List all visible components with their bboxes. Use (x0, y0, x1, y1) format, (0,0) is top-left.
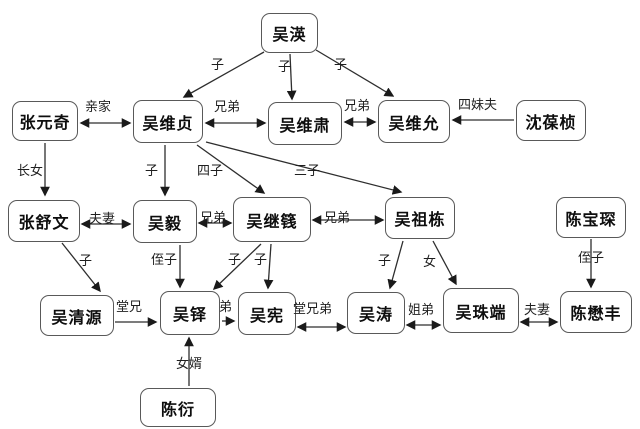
edge-label-qingyuan-duo: 堂兄 (116, 299, 143, 314)
node-wu-yi: 吴毅 (133, 200, 197, 243)
edge-label-xian-tao: 堂兄弟 (293, 301, 333, 316)
node-wu-xian: 吴宪 (238, 292, 296, 335)
edge-label-zudong-tao: 子 (378, 253, 392, 268)
edge-weizhen-jijian (196, 144, 266, 194)
edge-label-yuanqi-shuwen: 长女 (17, 163, 44, 178)
edge-label-weisu-weiyun: 兄弟 (344, 98, 371, 113)
node-wu-zudong: 吴祖栋 (385, 197, 455, 239)
node-wu-weizhen: 吴维贞 (133, 100, 203, 143)
edge-label-baochen-maofeng: 侄子 (578, 250, 605, 265)
edge-label-baozhen-weiyun: 四妹夫 (458, 97, 498, 112)
node-wu-zhuduan: 吴珠端 (443, 288, 519, 333)
edge-label-weizhen-yi: 子 (145, 163, 159, 178)
edge-label-shuwen-qingyuan: 子 (79, 253, 93, 268)
node-zhang-yuanqi: 张元奇 (12, 101, 78, 141)
edge-label-zudong-zhuduan: 女 (423, 254, 437, 269)
edge-label-zhuduan-maofeng: 夫妻 (524, 302, 551, 317)
edge-label-jijian-xian: 子 (254, 252, 268, 267)
node-wu-duo: 吴铎 (160, 291, 220, 335)
edge-ying-weiyun (315, 49, 395, 97)
edge-label-yi-duo: 侄子 (151, 252, 178, 267)
edge-label-weizhen-jijian: 四子 (197, 163, 224, 178)
node-zhang-shuwen: 张舒文 (8, 200, 80, 242)
edge-label-weizhen-zudong: 三子 (294, 163, 321, 178)
node-wu-qingyuan: 吴清源 (40, 295, 114, 336)
edge-zudong-zhuduan (432, 240, 457, 286)
edge-jijian-duo (212, 243, 262, 291)
edge-label-shuwen-yi: 夫妻 (89, 211, 116, 226)
node-wu-jijian: 吴继篯 (233, 197, 311, 242)
node-chen-maofeng: 陈懋丰 (560, 291, 632, 333)
edge-ying-weisu (286, 53, 297, 101)
node-chen-yan: 陈衍 (140, 388, 216, 427)
node-wu-ying: 吴渶 (261, 13, 318, 53)
edge-jijian-xian (263, 243, 274, 290)
edge-shuwen-qingyuan (61, 242, 101, 293)
edge-label-ying-weiyun: 子 (334, 57, 348, 72)
edge-label-jijian-zudong: 兄弟 (324, 210, 351, 225)
node-wu-weisu: 吴维肃 (268, 102, 342, 145)
edge-label-ying-weizhen: 子 (211, 57, 225, 72)
edge-label-duo-xian: 弟 (219, 299, 233, 314)
edge-label-weizhen-weisu: 兄弟 (214, 99, 241, 114)
edge-label-jijian-duo: 子 (228, 252, 242, 267)
edge-zudong-tao (387, 240, 404, 290)
node-chen-baochen: 陈宝琛 (556, 197, 626, 238)
edge-label-yi-jijian: 兄弟 (200, 210, 227, 225)
node-wu-weiyun: 吴维允 (378, 100, 450, 143)
edge-label-ying-weisu: 子 (278, 59, 292, 74)
node-shen-baozhen: 沈葆桢 (516, 100, 586, 141)
edge-label-yuanqi-weizhen: 亲家 (85, 99, 112, 114)
edge-weizhen-zudong (205, 141, 403, 195)
edge-label-tao-zhuduan: 姐弟 (408, 302, 435, 317)
edge-label-yan-duo: 女婿 (176, 356, 203, 371)
edge-ying-weizhen (182, 51, 265, 98)
node-wu-tao: 吴涛 (347, 292, 405, 334)
